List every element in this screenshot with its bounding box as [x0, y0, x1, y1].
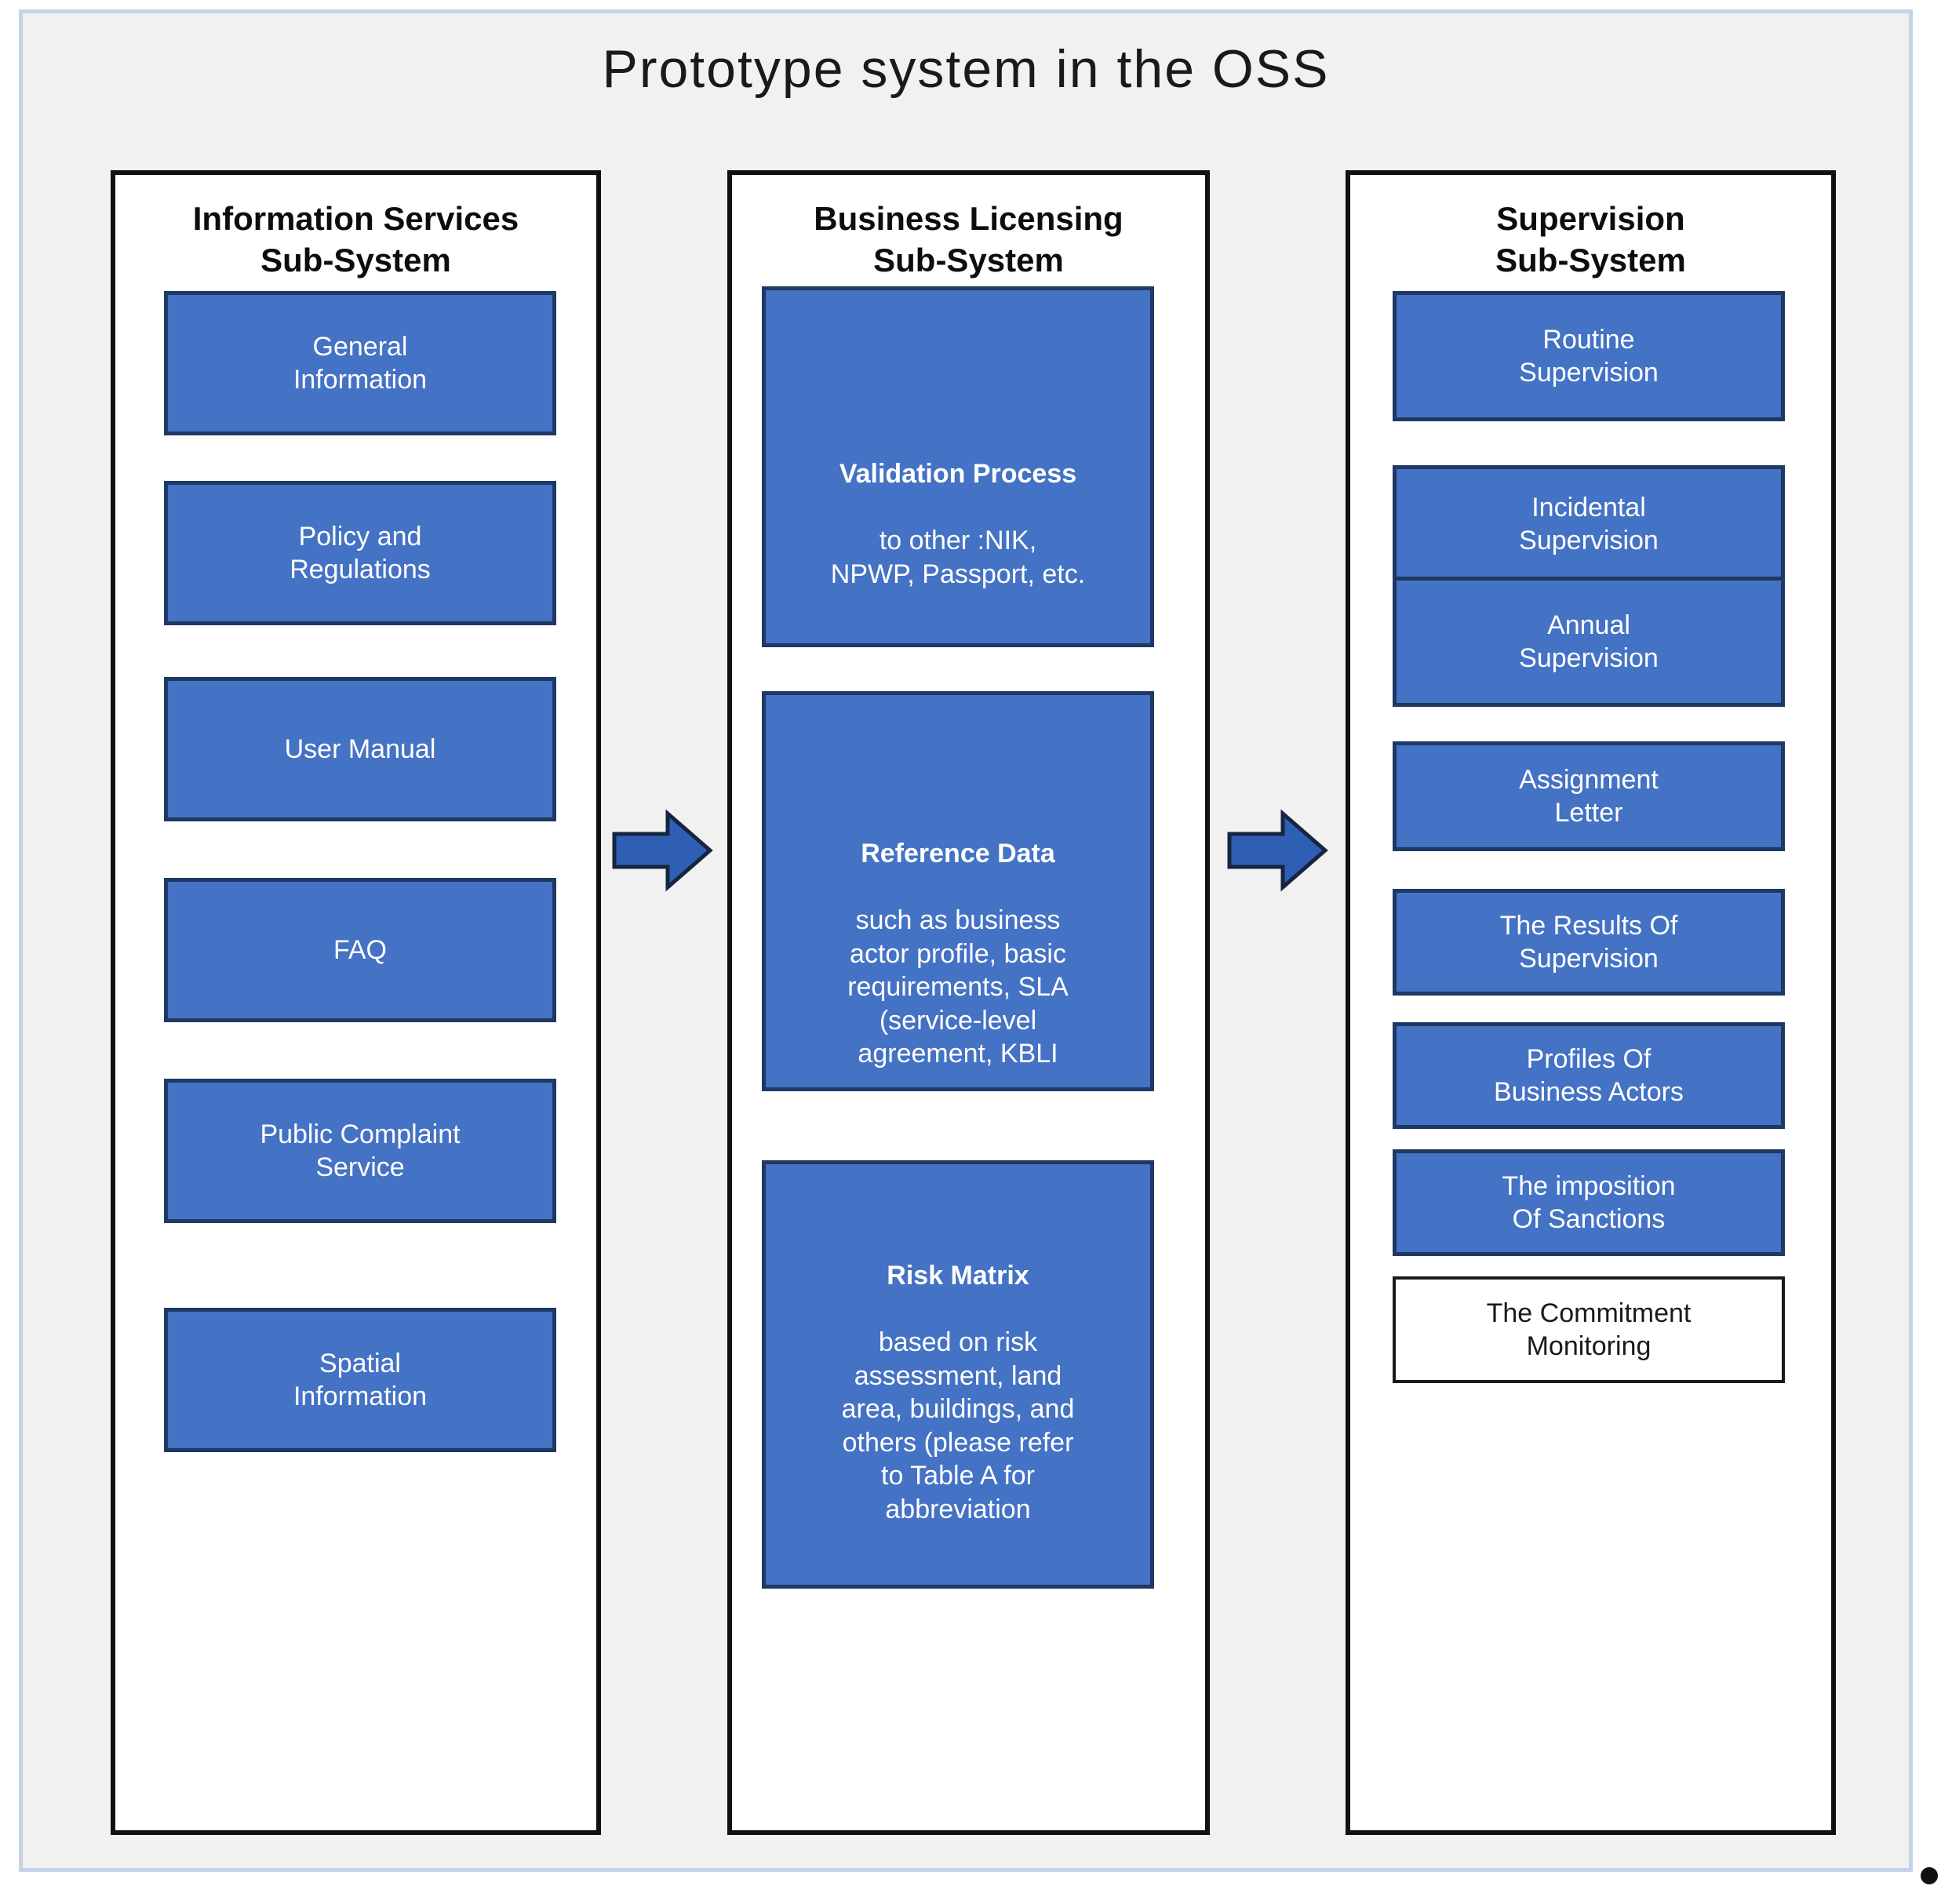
- node-incidental-supervision[interactable]: Incidental Supervision: [1393, 465, 1785, 583]
- subsystem-title-information-services: Information Services Sub-System: [192, 200, 519, 279]
- node-annual-supervision[interactable]: Annual Supervision: [1393, 577, 1785, 707]
- arrow-licensing-to-supervision-icon: [1226, 807, 1328, 894]
- node-reference-data[interactable]: Reference Data such as business actor pr…: [762, 691, 1154, 1091]
- node-faq[interactable]: FAQ: [164, 878, 556, 1022]
- node-the-commitment-monitoring[interactable]: The Commitment Monitoring: [1393, 1276, 1785, 1383]
- node-user-manual[interactable]: User Manual: [164, 677, 556, 821]
- node-assignment-letter[interactable]: Assignment Letter: [1393, 741, 1785, 851]
- stray-dot-mark: [1921, 1867, 1938, 1884]
- node-reference-data-body: such as business actor profile, basic re…: [847, 905, 1069, 1068]
- subsystem-panel-supervision: Supervision Sub-System Routine Supervisi…: [1346, 170, 1836, 1835]
- node-public-complaint-service[interactable]: Public Complaint Service: [164, 1079, 556, 1223]
- subsystem-panel-information-services: Information Services Sub-System General …: [111, 170, 601, 1835]
- node-the-results-of-supervision[interactable]: The Results Of Supervision: [1393, 889, 1785, 996]
- node-risk-matrix[interactable]: Risk Matrix based on risk assessment, la…: [762, 1160, 1154, 1589]
- node-routine-supervision[interactable]: Routine Supervision: [1393, 291, 1785, 421]
- node-risk-matrix-lead: Risk Matrix: [887, 1261, 1029, 1291]
- node-policy-and-regulations[interactable]: Policy and Regulations: [164, 481, 556, 625]
- page-title: Prototype system in the OSS: [602, 39, 1330, 99]
- node-risk-matrix-body: based on risk assessment, land area, bui…: [841, 1327, 1075, 1524]
- node-the-imposition-of-sanctions[interactable]: The imposition Of Sanctions: [1393, 1149, 1785, 1256]
- node-validation-process[interactable]: Validation Process to other :NIK, NPWP, …: [762, 286, 1154, 647]
- arrow-information-to-licensing-icon: [611, 807, 713, 894]
- diagram-outer-frame: Prototype system in the OSS Information …: [19, 9, 1913, 1872]
- node-validation-process-body: to other :NIK, NPWP, Passport, etc.: [830, 526, 1086, 589]
- node-spatial-information[interactable]: Spatial Information: [164, 1308, 556, 1452]
- subsystem-title-business-licensing: Business Licensing Sub-System: [814, 200, 1123, 279]
- node-general-information[interactable]: General Information: [164, 291, 556, 435]
- node-reference-data-lead: Reference Data: [861, 839, 1055, 868]
- subsystem-panel-business-licensing: Business Licensing Sub-System Validation…: [727, 170, 1210, 1835]
- subsystem-title-supervision: Supervision Sub-System: [1495, 200, 1686, 279]
- node-validation-process-lead: Validation Process: [839, 459, 1077, 489]
- node-profiles-of-business-actors[interactable]: Profiles Of Business Actors: [1393, 1022, 1785, 1129]
